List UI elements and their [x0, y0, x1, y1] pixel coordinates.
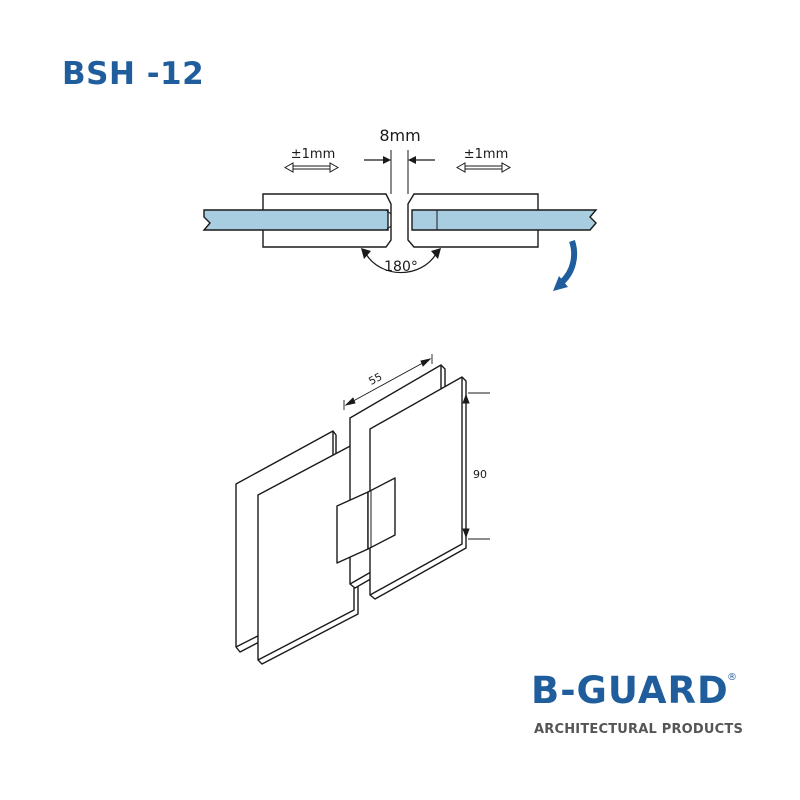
glass-right [411, 209, 598, 231]
tolerance-left-arrow [283, 162, 340, 173]
rotation-arc [365, 253, 437, 274]
tolerance-right-arrow [455, 162, 512, 173]
swing-direction-icon [553, 240, 578, 291]
brand-logo: B-GUARD [531, 669, 729, 712]
perspective-view [235, 364, 467, 665]
angle-label: 180° [384, 259, 418, 275]
width-label: 55 [367, 371, 384, 388]
width-dimension [343, 354, 433, 410]
gap-label: 8mm [379, 126, 420, 145]
glass-left [202, 209, 389, 231]
hinge-knuckle-right [367, 477, 396, 550]
height-dimension [462, 392, 490, 540]
product-code-title: BSH -12 [62, 56, 205, 92]
top-view: 8mm ±1mm ±1mm 180° [202, 126, 598, 291]
height-label: 90 [473, 468, 487, 481]
tolerance-left-label: ±1mm [291, 147, 336, 162]
registered-mark: ® [727, 672, 737, 683]
tolerance-right-label: ±1mm [464, 147, 509, 162]
brand-tagline: ARCHITECTURAL PRODUCTS [534, 722, 744, 737]
